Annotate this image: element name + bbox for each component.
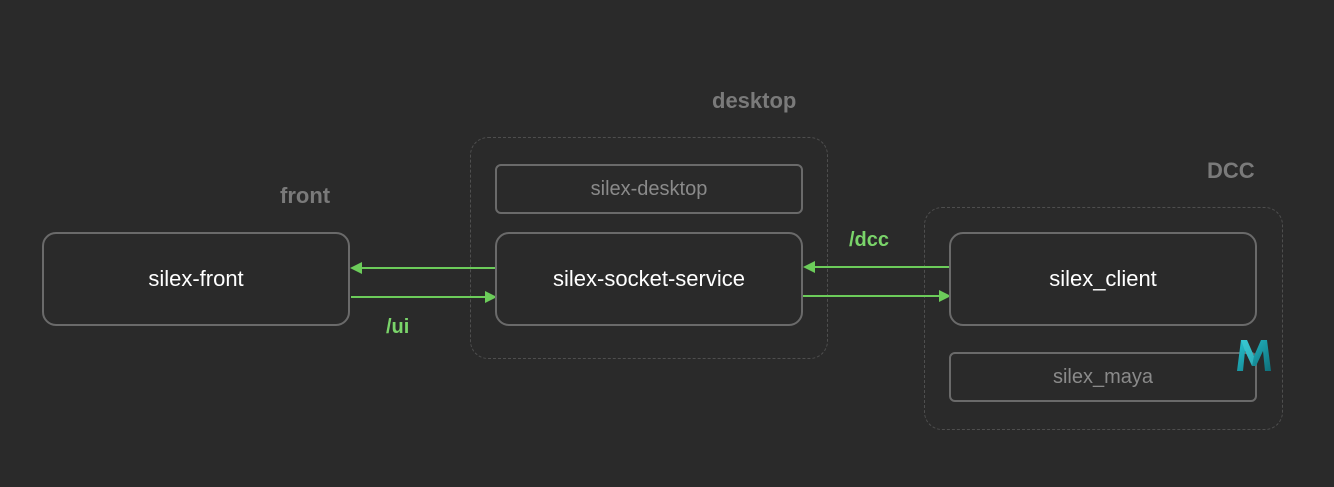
group-label-front: front — [280, 183, 331, 208]
node-label: silex-socket-service — [553, 266, 745, 291]
node-silex-maya: silex_maya — [949, 352, 1257, 402]
node-silex-client: silex_client — [949, 232, 1257, 326]
group-label-desktop: desktop — [712, 88, 797, 113]
group-label-dcc: DCC — [1207, 158, 1255, 183]
node-label: silex_client — [1049, 266, 1157, 291]
node-silex-desktop: silex-desktop — [495, 164, 803, 214]
node-label: silex-desktop — [590, 177, 708, 200]
edge-label-dcc: /dcc — [849, 229, 890, 251]
node-label: silex-front — [148, 266, 244, 291]
edge-label-ui: /ui — [386, 316, 410, 338]
node-label: silex_maya — [1052, 365, 1154, 388]
maya-logo-icon — [1237, 340, 1271, 371]
group-dcc — [924, 207, 1283, 430]
group-desktop — [470, 137, 828, 359]
node-silex-front: silex-front — [42, 232, 350, 326]
node-silex-socket-service: silex-socket-service — [495, 232, 803, 326]
